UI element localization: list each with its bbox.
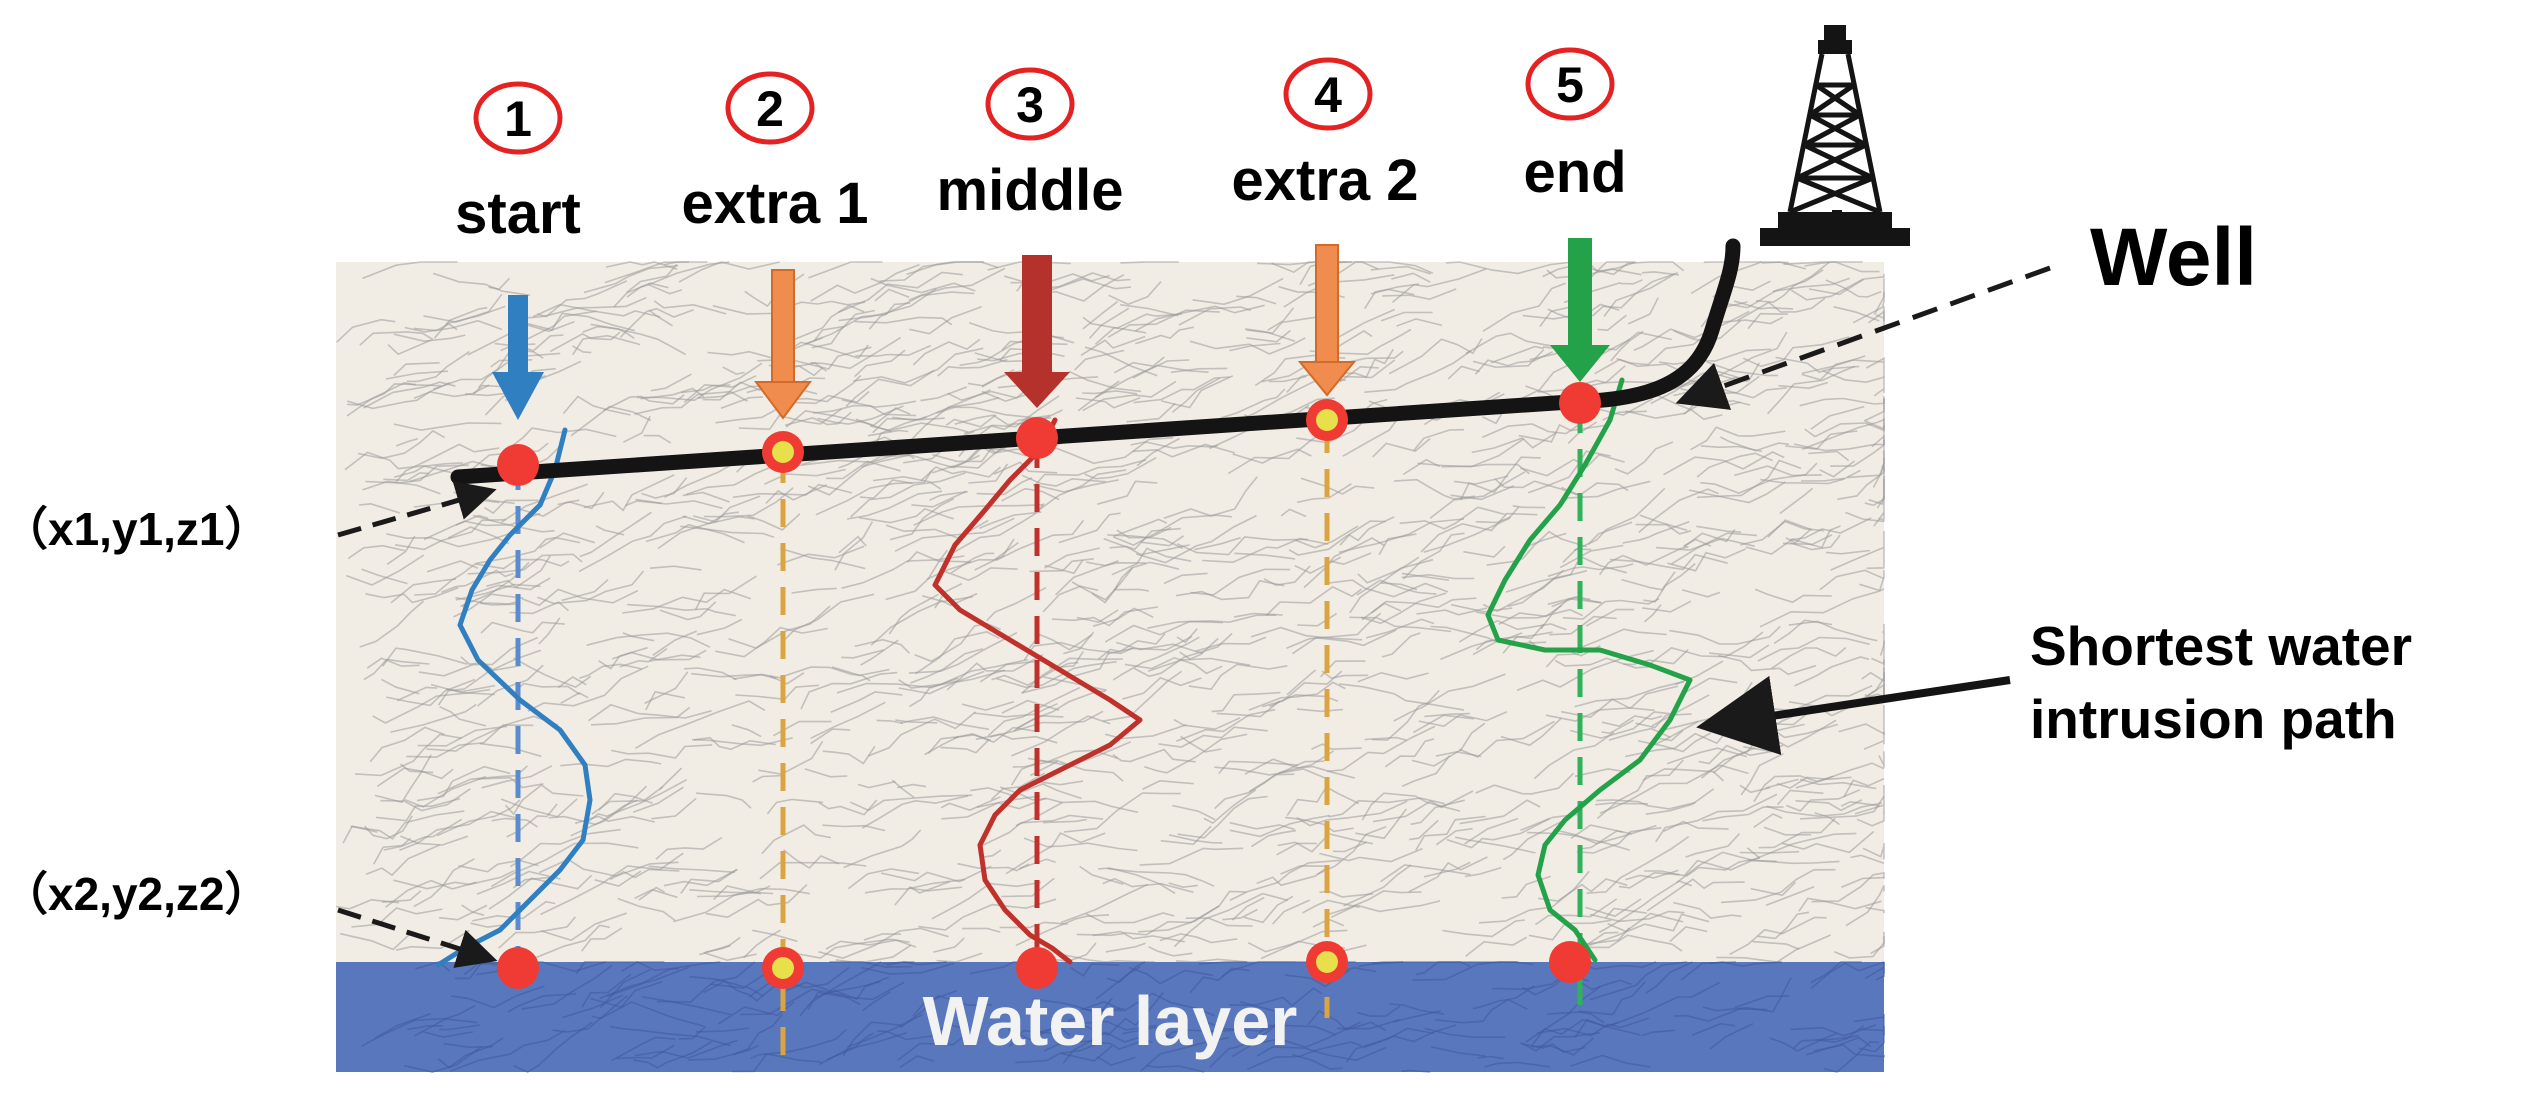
station-label-1: start <box>455 181 581 246</box>
point-top-5 <box>1559 382 1601 424</box>
station-label-4: extra 2 <box>1231 148 1418 213</box>
station-number-4-text: 4 <box>1314 67 1342 123</box>
fracture-line <box>1120 262 1178 263</box>
point-bottom-1 <box>497 947 539 989</box>
start-point-annotation: （x1,y1,z1） <box>2 503 270 555</box>
station-number-1-text: 1 <box>504 91 532 147</box>
point-top-3 <box>1016 417 1058 459</box>
station-number-3: 3 <box>988 70 1072 138</box>
path-annotation-line2: intrusion path <box>2030 688 2397 750</box>
station-labels: start extra 1 middle extra 2 end <box>455 140 1626 246</box>
well-label: Well <box>2090 212 2257 303</box>
end-point-annotation: （x2,y2,z2） <box>2 868 270 920</box>
station-number-5: 5 <box>1528 50 1612 118</box>
station-number-4: 4 <box>1286 60 1370 128</box>
point-top-1 <box>497 444 539 486</box>
path-annotation-line1: Shortest water <box>2030 615 2412 677</box>
point-top-2-inner <box>772 441 794 463</box>
station-label-5: end <box>1523 140 1626 205</box>
station-number-5-text: 5 <box>1556 57 1584 113</box>
station-number-3-text: 3 <box>1016 77 1044 133</box>
water-layer-label: Water layer <box>923 982 1298 1060</box>
station-number-2: 2 <box>728 74 812 142</box>
point-top-4-inner <box>1316 409 1338 431</box>
point-bottom-3 <box>1016 947 1058 989</box>
point-bottom-4-inner <box>1316 951 1338 973</box>
oil-derrick-icon <box>1760 25 1910 246</box>
station-label-3: middle <box>937 158 1124 223</box>
station-number-2-text: 2 <box>756 81 784 137</box>
station-label-2: extra 1 <box>681 171 868 236</box>
point-bottom-5 <box>1549 941 1591 983</box>
station-numbers: 1 2 3 4 5 <box>476 50 1612 152</box>
station-number-1: 1 <box>476 84 560 152</box>
point-bottom-2-inner <box>772 957 794 979</box>
